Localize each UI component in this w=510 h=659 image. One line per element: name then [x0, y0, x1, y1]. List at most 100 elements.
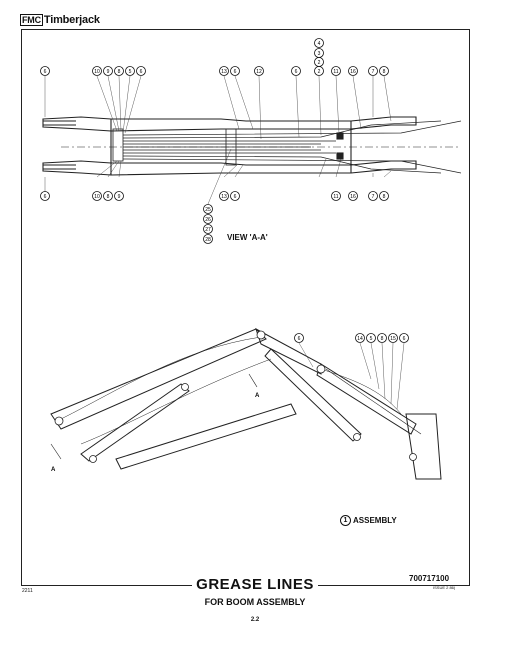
- bottom-callout-row: 6 10 8 9 13 6 11 16 7 8 25 26 27 28: [40, 191, 389, 244]
- svg-text:2: 2: [318, 60, 321, 66]
- callout-bubble: 6: [291, 66, 301, 76]
- svg-text:6: 6: [140, 69, 143, 75]
- svg-text:6: 6: [298, 336, 301, 342]
- svg-text:8: 8: [118, 69, 121, 75]
- boom-upper: [50, 328, 267, 430]
- svg-text:6: 6: [44, 69, 47, 75]
- callout-bubble: 9: [114, 191, 124, 201]
- pivot-pin: [353, 433, 361, 441]
- callout-bubble: 25: [203, 204, 213, 214]
- svg-text:11: 11: [333, 69, 338, 75]
- fitting: [336, 152, 344, 160]
- callout-bubble: 9: [103, 66, 113, 76]
- boom-elbow: [255, 327, 322, 375]
- leader-line: [207, 148, 232, 205]
- svg-text:4: 4: [318, 41, 321, 47]
- bucket-link: [325, 368, 422, 435]
- svg-text:9: 9: [118, 194, 121, 200]
- tilt-cylinder: [115, 403, 297, 470]
- grease-line-side: [60, 336, 262, 420]
- svg-text:5: 5: [129, 69, 132, 75]
- svg-text:12: 12: [256, 69, 262, 75]
- sheet-number: 2211: [22, 588, 33, 594]
- callout-bubble: 7: [368, 66, 378, 76]
- lower-pivot-detail: [43, 164, 76, 170]
- svg-text:5: 5: [370, 336, 373, 342]
- svg-text:7: 7: [372, 194, 375, 200]
- svg-text:16: 16: [350, 69, 356, 75]
- pivot-pin: [89, 455, 97, 463]
- manifold-block: [112, 128, 124, 162]
- pivot-pin: [181, 383, 189, 391]
- leader-lines: [298, 342, 405, 410]
- callout-bubble: 13: [219, 66, 229, 76]
- svg-text:6: 6: [234, 69, 237, 75]
- svg-text:10: 10: [94, 194, 100, 200]
- callout-bubble: 6: [136, 66, 146, 76]
- svg-text:13: 13: [221, 194, 227, 200]
- callout-bubble: 6: [399, 333, 409, 343]
- callout-bubble: 26: [203, 214, 213, 224]
- callout-bubble: 8: [114, 66, 124, 76]
- svg-text:27: 27: [205, 227, 211, 233]
- attachment-plate: [405, 413, 442, 480]
- section-marker: [50, 373, 258, 460]
- svg-text:8: 8: [383, 69, 386, 75]
- callout-bubble: 2: [314, 57, 324, 67]
- callout-bubble: 27: [203, 224, 213, 234]
- callout-bubble: 4: [314, 38, 324, 48]
- pivot-pin: [409, 453, 417, 461]
- brand-name: Timberjack: [43, 14, 100, 26]
- callout-bubble: 28: [203, 234, 213, 244]
- leader-lines: [44, 75, 392, 192]
- issue-text: ISSUE 2 86): [433, 585, 456, 590]
- callout-bubble: 8: [379, 191, 389, 201]
- callout-bubble: 13: [219, 191, 229, 201]
- callout-bubble: 2: [314, 66, 324, 76]
- callout-bubble: 10: [92, 66, 102, 76]
- svg-text:6: 6: [295, 69, 298, 75]
- callout-bubble: 11: [331, 191, 341, 201]
- callout-bubble: 15: [388, 333, 398, 343]
- svg-text:7: 7: [372, 69, 375, 75]
- callout-bubble: 14: [355, 333, 365, 343]
- callout-bubble: 6: [40, 66, 50, 76]
- assembly-label: ASSEMBLY: [353, 516, 397, 525]
- callout-bubble: 6: [294, 333, 304, 343]
- callout-bubble: 3: [314, 48, 324, 58]
- upper-pivot-detail: [43, 120, 76, 126]
- svg-text:2: 2: [318, 69, 321, 75]
- pivot-pins: [54, 330, 417, 463]
- callout-bubble: 16: [348, 191, 358, 201]
- pivot-pin: [316, 364, 326, 374]
- callout-bubble: 5: [125, 66, 135, 76]
- svg-text:28: 28: [205, 237, 211, 243]
- callout-bubble: 5: [366, 333, 376, 343]
- side-view: [50, 327, 442, 480]
- callout-bubble: 8: [103, 191, 113, 201]
- callout-bubble: 11: [331, 66, 341, 76]
- page-title-text: GREASE LINES: [192, 576, 318, 593]
- pivot-pin: [54, 416, 64, 426]
- grease-line-side: [80, 358, 272, 445]
- svg-text:9: 9: [107, 69, 110, 75]
- title-rule-right: [315, 585, 467, 586]
- svg-text:8: 8: [383, 194, 386, 200]
- technical-drawing: 6 10 9 8 5 6 13 6 12 6 2 11 16 7 8 4 3 2…: [40, 38, 462, 480]
- side-callout-row: 6 14 5 8 15 6: [294, 333, 409, 343]
- callout-bubble: 6: [230, 191, 240, 201]
- brand-prefix: FMC: [20, 14, 43, 26]
- svg-text:26: 26: [205, 217, 211, 223]
- top-callout-row: 6 10 9 8 5 6 13 6 12 6 2 11 16 7 8 4 3 2: [40, 38, 389, 76]
- svg-text:10: 10: [94, 69, 100, 75]
- svg-text:6: 6: [44, 194, 47, 200]
- lower-arm: [42, 160, 417, 176]
- svg-text:11: 11: [333, 194, 338, 200]
- callout-bubble: 8: [379, 66, 389, 76]
- svg-text:8: 8: [107, 194, 110, 200]
- svg-text:15: 15: [390, 336, 396, 342]
- front-link: [264, 348, 362, 442]
- part-number: 700717100: [409, 574, 450, 583]
